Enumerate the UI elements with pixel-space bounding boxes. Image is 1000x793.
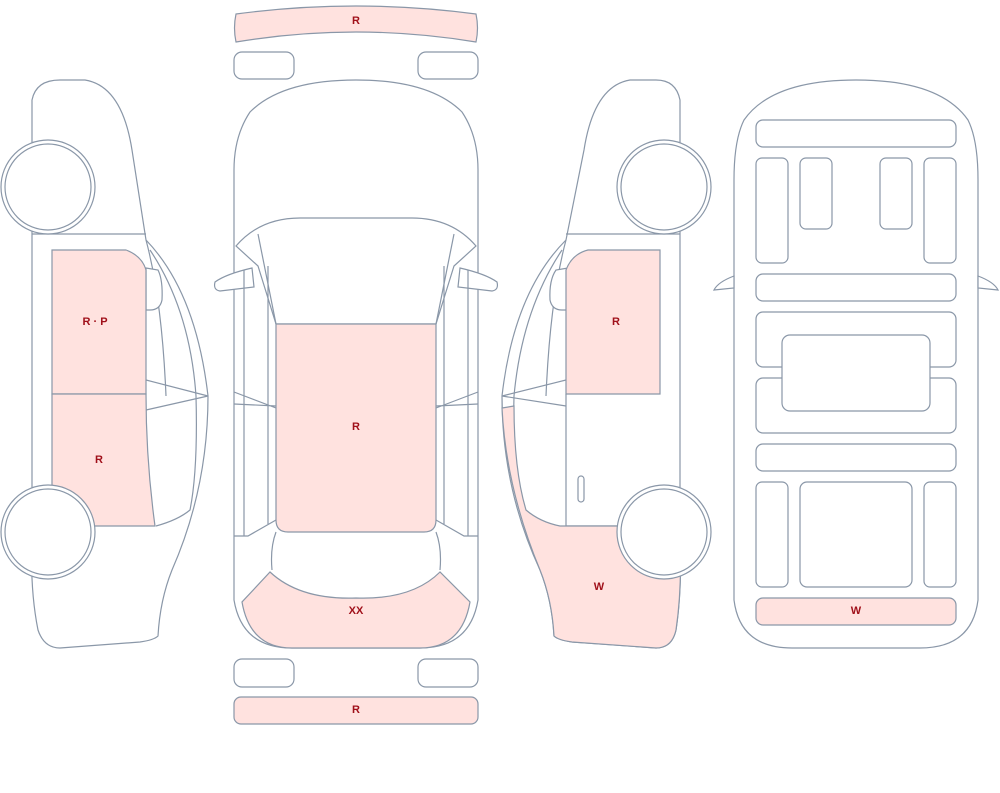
top-view: R XX bbox=[213, 79, 499, 649]
front-right-headlight[interactable] bbox=[417, 51, 479, 80]
front-left-headlight[interactable] bbox=[233, 51, 295, 80]
right-mirror[interactable] bbox=[549, 267, 569, 311]
left-front-door-code: R · P bbox=[82, 316, 107, 328]
right-a-pillar bbox=[435, 233, 455, 325]
rear-bumper-code: R bbox=[352, 704, 360, 716]
rear-pillars bbox=[270, 531, 442, 571]
front-bumper-code: R bbox=[352, 15, 360, 27]
left-a-pillar bbox=[257, 233, 277, 325]
right-front-rim bbox=[620, 143, 708, 231]
left-mirror-lines bbox=[145, 379, 209, 411]
windshield[interactable] bbox=[235, 217, 477, 325]
left-b-pillar bbox=[233, 391, 277, 409]
right-rear-quarter-code: W bbox=[594, 581, 605, 593]
rear-right-light[interactable] bbox=[417, 658, 479, 688]
left-mirror[interactable] bbox=[145, 267, 163, 311]
underbody-spare-well[interactable] bbox=[799, 481, 913, 588]
right-side-glass bbox=[443, 266, 469, 536]
underbody-front-right-mount[interactable] bbox=[879, 157, 913, 230]
right-b-pillar bbox=[435, 391, 479, 409]
underbody-left-tab[interactable] bbox=[712, 275, 735, 291]
left-c-pillar bbox=[234, 519, 277, 537]
right-rear-rim bbox=[620, 488, 708, 576]
left-side-view: R · P R bbox=[0, 79, 209, 649]
underbody-rear-panel-code: W bbox=[851, 605, 862, 617]
underbody-front-floor-bar[interactable] bbox=[755, 273, 957, 302]
underbody-rear-right-rail[interactable] bbox=[923, 481, 957, 588]
left-a-pillar-inner bbox=[145, 239, 167, 397]
right-rear-quarter[interactable] bbox=[501, 405, 682, 649]
rear-bumper[interactable] bbox=[233, 696, 479, 725]
right-a-pillar-inner bbox=[545, 239, 567, 397]
underbody-view: W bbox=[712, 79, 1000, 649]
rear-window[interactable] bbox=[241, 571, 471, 649]
right-mirror-lines bbox=[501, 379, 567, 407]
underbody-rear-floor-bar[interactable] bbox=[755, 443, 957, 472]
left-side-glass bbox=[243, 266, 269, 536]
underbody-front-left-rail[interactable] bbox=[755, 157, 789, 264]
left-front-door[interactable] bbox=[51, 249, 147, 395]
left-door-outline bbox=[149, 249, 197, 527]
rear-left-light[interactable] bbox=[233, 658, 295, 688]
left-front-rim bbox=[4, 143, 92, 231]
right-front-door-code: R bbox=[612, 316, 620, 328]
underbody-front-right-rail[interactable] bbox=[923, 157, 957, 264]
underbody-front-crossmember[interactable] bbox=[755, 119, 957, 148]
underbody-right-tab[interactable] bbox=[977, 275, 1000, 291]
underbody-rear-left-rail[interactable] bbox=[755, 481, 789, 588]
left-rear-door-code: R bbox=[95, 454, 103, 466]
right-door-handle[interactable] bbox=[577, 475, 585, 503]
underbody-center-tunnel[interactable] bbox=[781, 334, 931, 412]
underbody-rear-panel[interactable] bbox=[755, 597, 957, 626]
right-front-door[interactable] bbox=[565, 249, 661, 395]
left-rear-door[interactable] bbox=[51, 393, 156, 527]
rear-window-code: XX bbox=[349, 605, 364, 617]
roof[interactable] bbox=[275, 323, 437, 533]
rear-bumper-group: R bbox=[233, 658, 479, 725]
left-rear-rim bbox=[4, 488, 92, 576]
right-c-pillar bbox=[435, 519, 478, 537]
underbody-front-left-mount[interactable] bbox=[799, 157, 833, 230]
front-bumper[interactable] bbox=[233, 5, 479, 43]
roof-code: R bbox=[352, 421, 360, 433]
front-bumper-group: R bbox=[233, 5, 479, 80]
right-side-view: R W bbox=[501, 79, 712, 649]
